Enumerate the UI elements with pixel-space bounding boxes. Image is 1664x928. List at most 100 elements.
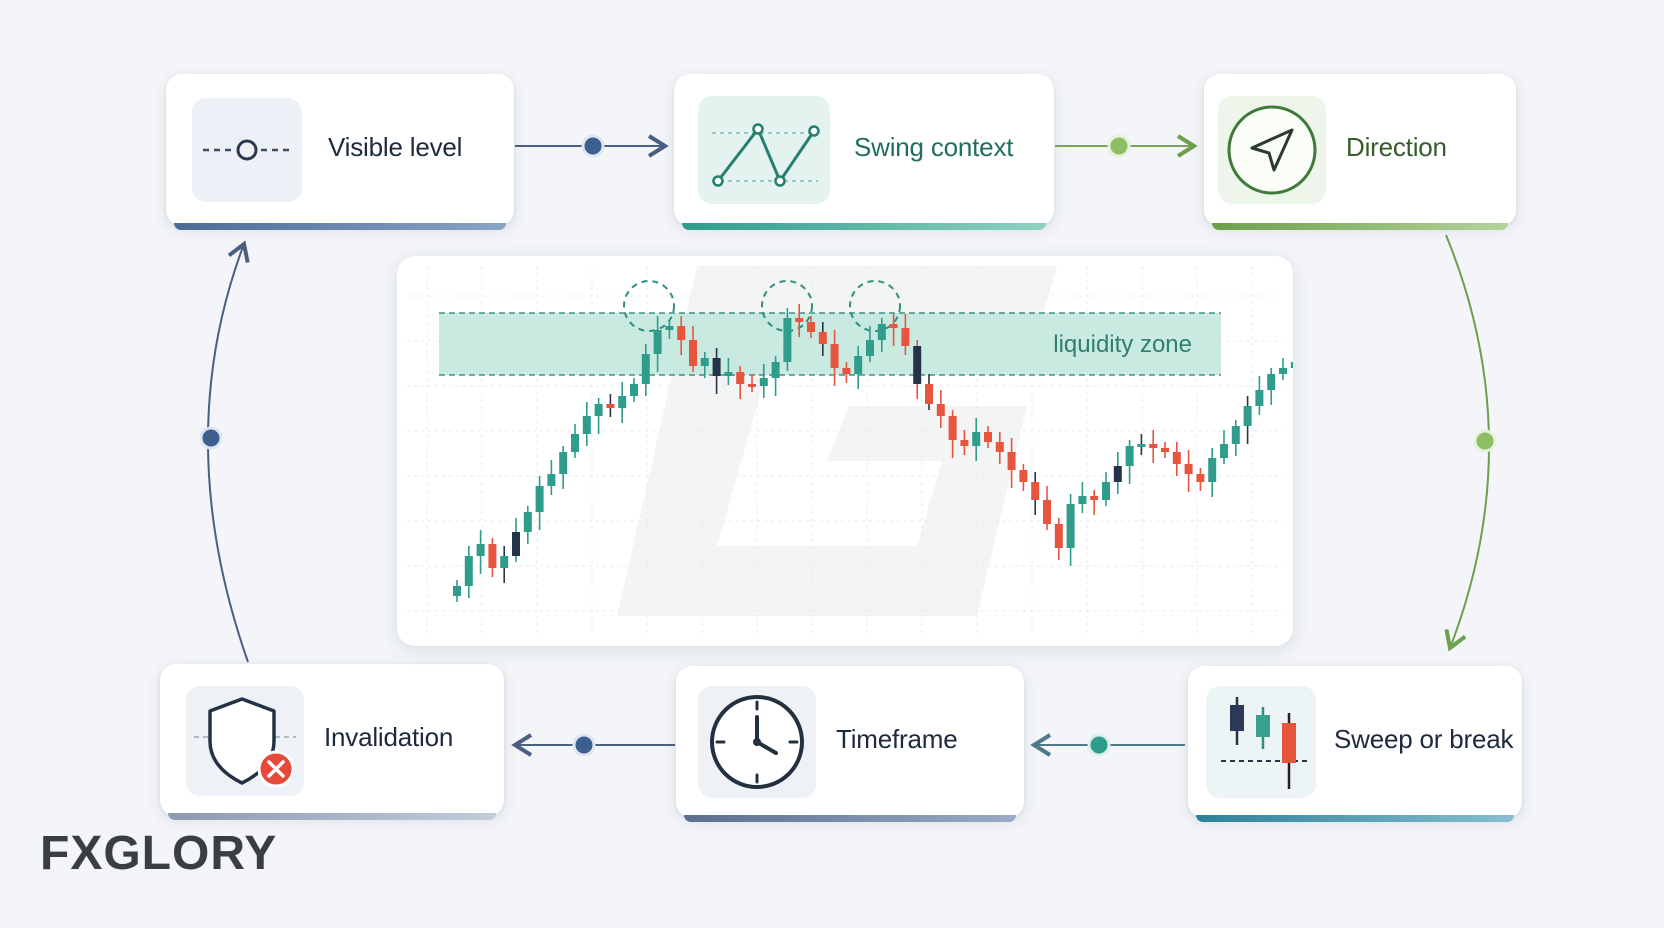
candle-body [653,330,662,354]
candle-body [1137,444,1146,447]
candle-body [736,372,745,384]
shield-x-icon [186,686,304,796]
candle-body [1054,524,1063,548]
brand-logo-part2: GLORY [103,827,278,880]
candle-body [1019,470,1028,482]
candle-body [1102,482,1110,500]
connector-dot [1087,733,1111,757]
candle-body [842,368,851,374]
step-label-visible-level: Visible level [328,132,463,162]
step-card-direction: Direction [1204,74,1516,230]
connector-dot [572,733,596,757]
candle-body [901,328,910,346]
candle-body [783,318,792,362]
candle-body [1184,464,1193,474]
candle-body [1007,452,1016,470]
candle-body [795,318,804,322]
liquidity-zone [439,313,1221,375]
candle-body [1149,444,1158,448]
card-accent-bar [1196,815,1514,822]
candle-body [1208,458,1217,482]
card-accent-bar [1212,223,1508,230]
candle-body [960,440,969,446]
step-label-sweep-or-break: Sweep or break [1334,724,1514,754]
candle-body [972,432,981,446]
candle-body [1290,362,1293,368]
candle-body [630,384,638,396]
chart-grid [407,266,1283,636]
candle-body [1031,482,1040,500]
liquidity-zone-label: liquidity zone [1053,331,1192,358]
candle-body [889,324,898,328]
candlestick-sweep-icon [1206,686,1316,798]
step-card-invalidation: Invalidation [160,664,504,820]
candle-body [582,416,591,434]
candle-body [535,486,544,512]
step-card-swing-context: Swing context [674,74,1054,230]
card-accent-bar [174,223,506,230]
candle-body [689,340,697,366]
step-card-sweep-or-break: Sweep or break [1188,666,1522,822]
candle-body [453,586,461,596]
candle-body [748,384,756,387]
candle-body [913,346,922,384]
candle-body [512,532,520,556]
candle-body [606,404,615,408]
candle-body [500,556,509,568]
step-label-timeframe: Timeframe [836,724,958,754]
card-accent-bar [684,815,1016,822]
candle-body [830,344,839,368]
candle-body [936,404,945,416]
candle-body [807,322,815,332]
step-label-direction: Direction [1346,132,1447,162]
candle-body [1279,368,1287,374]
card-accent-bar [682,223,1046,230]
candle-body [476,544,485,556]
candle-body [925,384,933,404]
clock-icon [698,686,816,798]
candle-body [665,326,674,330]
step-card-timeframe: Timeframe [676,666,1024,822]
candle-body [948,416,957,440]
sweep-circle [761,280,813,332]
candle-body [1161,448,1169,452]
candle-body [1066,504,1075,548]
candle-body [1090,496,1099,500]
candle-body [1255,390,1264,406]
candle-body [1267,374,1276,390]
connector-invalidation-to-visible [206,240,250,663]
candle-body [1196,474,1205,482]
step-label-invalidation: Invalidation [324,722,454,752]
candle-body [724,372,733,376]
candle-body [547,474,556,486]
candle-body [677,326,686,340]
candle-body [854,356,863,374]
candle-body [1113,466,1122,482]
candlestick-chart: liquidity zone [407,266,1293,636]
candle-body [464,556,473,586]
sweep-circle [623,280,675,332]
candle-body [1125,446,1134,466]
brand-logo: FXGLORY [40,826,277,881]
candles [453,304,1293,602]
candle-body [1220,444,1228,458]
card-accent-bar [168,813,496,820]
candle-body [1172,452,1181,464]
sweep-highlights [623,280,901,332]
navigation-arrow-icon [1218,96,1326,204]
candle-body [559,452,568,474]
candle-body [700,358,709,366]
sweep-circle [849,280,901,332]
brand-logo-part1: FX [40,827,104,880]
candle-body [594,404,603,416]
connector-dot [1107,134,1131,158]
candlestick-chart-panel: liquidity zone [397,256,1293,646]
candle-body [995,442,1004,452]
swing-zigzag-icon [698,96,830,204]
candle-body [1231,426,1240,444]
connector-dot [199,426,223,450]
connector-dot [1473,429,1497,453]
candle-body [523,512,532,532]
candle-body [984,432,992,442]
